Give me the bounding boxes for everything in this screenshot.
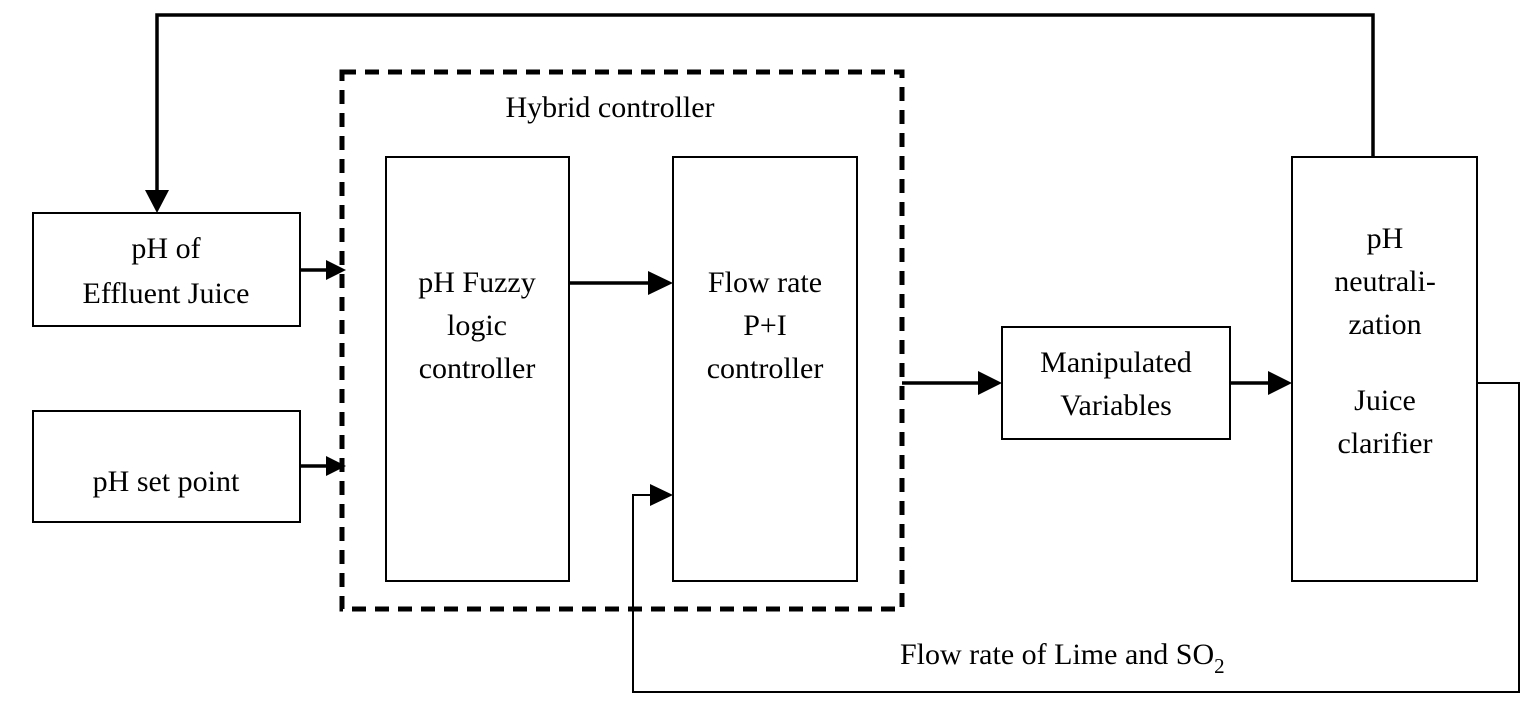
setpoint-to-hybrid-arrowhead — [326, 456, 346, 476]
pi-label-line-3: controller — [707, 352, 824, 385]
manipulated-variables-block: Manipulated Variables — [1001, 326, 1231, 440]
top-feedback-arrowhead — [145, 190, 169, 213]
effluent-to-hybrid-arrowhead — [326, 260, 346, 280]
hybrid-controller-title: Hybrid controller — [505, 91, 714, 124]
bottom-feedback-arrowhead — [650, 484, 673, 506]
feedback-flow-label-subscript: 2 — [1214, 654, 1225, 678]
feedback-flow-label: Flow rate of Lime and SO2 — [900, 638, 1225, 678]
clarifier-label-line-2: neutrali- — [1334, 265, 1436, 298]
pi-label-line-1: Flow rate — [708, 266, 822, 299]
fuzzy-label-line-3: controller — [419, 352, 536, 385]
feedback-flow-label-text: Flow rate of Lime and SO — [900, 638, 1214, 671]
hybrid-controller-boundary — [339, 69, 905, 612]
clarifier-label-line-3: zation — [1348, 308, 1421, 341]
fuzzy-logic-controller-block: pH Fuzzy logic controller — [385, 156, 570, 582]
effluent-juice-label-line-2: Effluent Juice — [83, 277, 250, 310]
bottom-feedback-line — [632, 382, 1520, 693]
pi-label-line-2: P+I — [743, 309, 787, 342]
effluent-juice-label-line-1: pH of — [131, 232, 200, 265]
manipulated-label-line-2: Variables — [1060, 389, 1172, 422]
hybrid-to-manipulated-arrowhead — [978, 371, 1002, 395]
manipulated-label-line-1: Manipulated — [1040, 346, 1192, 379]
juice-clarifier-block: pH neutrali- zation Juice clarifier — [1291, 156, 1478, 582]
fuzzy-to-pi-arrowhead — [648, 271, 673, 295]
pi-controller-block: Flow rate P+I controller — [672, 156, 858, 582]
ph-setpoint-block: pH set point — [32, 410, 301, 523]
fuzzy-label-line-1: pH Fuzzy — [418, 266, 535, 299]
clarifier-label-line-5: clarifier — [1338, 427, 1433, 460]
effluent-juice-block: pH of Effluent Juice — [32, 212, 301, 327]
manipulated-to-clarifier-arrowhead — [1268, 371, 1292, 395]
clarifier-label-line-4: Juice — [1354, 384, 1416, 417]
fuzzy-label-line-2: logic — [447, 309, 507, 342]
top-feedback-line — [155, 13, 1375, 196]
ph-setpoint-label: pH set point — [93, 465, 240, 498]
clarifier-label-line-1: pH — [1367, 222, 1404, 255]
